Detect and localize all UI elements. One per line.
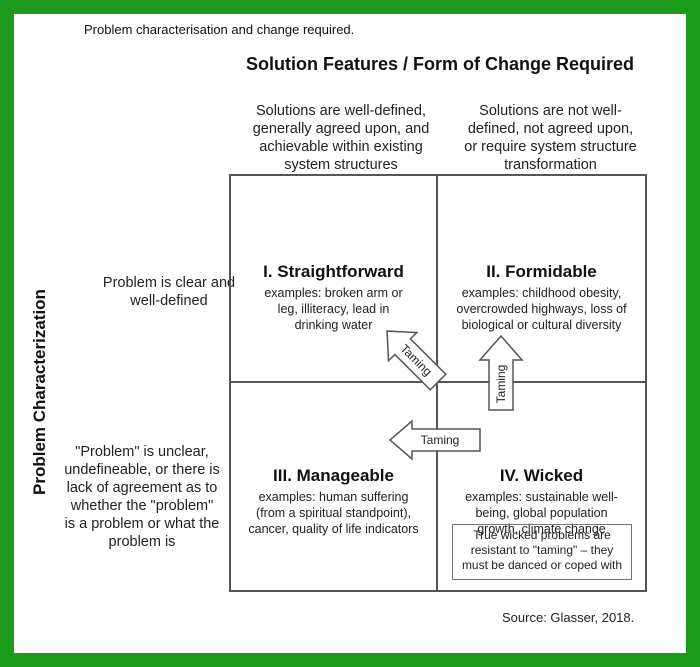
quadrant-formidable: II. Formidable examples: childhood obesi… (438, 262, 645, 333)
column-header-line: system structures (284, 157, 398, 173)
row-header-line: lack of agreement as to (66, 480, 218, 496)
source-citation: Source: Glasser, 2018. (502, 610, 635, 625)
row-header-line: Problem is clear and (102, 275, 236, 291)
row-header-line: "Problem" is unclear, (75, 444, 209, 460)
row-header-line: whether the "problem" (70, 498, 214, 514)
column-header-line: Solutions are not well- (479, 103, 622, 119)
quadrant-title: I. Straightforward (263, 262, 404, 281)
quadrant-example-line: overcrowded highways, loss of (456, 302, 627, 316)
quadrant-examples: examples: sustainable well- being, globa… (438, 489, 645, 537)
quadrant-manageable: III. Manageable examples: human sufferin… (231, 466, 436, 537)
quadrant-wicked: IV. Wicked examples: sustainable well- b… (438, 466, 645, 537)
note-line: True wicked problems are (473, 528, 611, 542)
quadrant-example-line: examples: human suffering (258, 490, 409, 504)
quadrant-title: III. Manageable (273, 466, 394, 485)
quadrant-example-line: (from a spiritual standpoint), (256, 506, 411, 520)
taming-arrow-diagonal: Taming (386, 330, 447, 391)
column-header-line: achievable within existing (259, 139, 423, 155)
note-line: resistant to "taming" – they (470, 543, 614, 557)
taming-arrow-horizontal-label: Taming (421, 433, 460, 447)
row-header-clear: Problem is clear and well-defined (84, 274, 254, 310)
row-header-line: problem is (108, 534, 176, 550)
frame (14, 14, 686, 653)
quadrant-title: II. Formidable (486, 262, 597, 281)
column-header-well-defined: Solutions are well-defined, generally ag… (236, 102, 446, 174)
quadrant-example-line: being, global population (475, 506, 608, 520)
quadrant-example-line: leg, illiteracy, lead in (277, 302, 390, 316)
quadrant-example-line: drinking water (294, 318, 373, 332)
quadrant-title: IV. Wicked (499, 466, 584, 485)
column-header-line: Solutions are well-defined, (255, 103, 427, 119)
note-line: must be danced or coped with (461, 558, 623, 572)
column-header-line: or require system structure (464, 139, 637, 155)
quadrant-grid (229, 174, 647, 592)
quadrant-examples: examples: childhood obesity, overcrowded… (438, 285, 645, 333)
column-header-line: transformation (504, 157, 597, 173)
quadrant-examples: examples: human suffering (from a spirit… (231, 489, 436, 537)
quadrant-examples: examples: broken arm or leg, illiteracy,… (231, 285, 436, 333)
quadrant-example-line: growth, climate change (477, 522, 606, 536)
taming-arrow-vertical-label: Taming (494, 365, 508, 404)
quadrant-example-line: biological or cultural diversity (461, 318, 622, 332)
quadrant-example-line: examples: childhood obesity, (461, 286, 622, 300)
column-header-not-defined: Solutions are not well- defined, not agr… (448, 102, 653, 174)
quadrant-example-line: cancer, quality of life indicators (248, 522, 419, 536)
quadrant-example-line: examples: broken arm or (264, 286, 403, 300)
column-header-line: defined, not agreed upon, (467, 121, 634, 137)
row-header-line: is a problem or what the (64, 516, 220, 532)
solution-axis-title: Solution Features / Form of Change Requi… (245, 54, 635, 74)
row-header-line: undefineable, or there is (64, 462, 220, 478)
figure-caption: Problem characterisation and change requ… (84, 22, 355, 37)
taming-arrow-vertical: Taming (478, 334, 524, 411)
column-header-line: generally agreed upon, and (252, 121, 430, 137)
quadrant-straightforward: I. Straightforward examples: broken arm … (231, 262, 436, 333)
taming-arrow-horizontal: Taming (388, 419, 481, 461)
quadrant-example-line: examples: sustainable well- (465, 490, 618, 504)
row-header-line: well-defined (130, 293, 208, 309)
wicked-note-box: True wicked problems are resistant to "t… (452, 524, 632, 580)
row-header-unclear: "Problem" is unclear, undefineable, or t… (56, 443, 228, 551)
